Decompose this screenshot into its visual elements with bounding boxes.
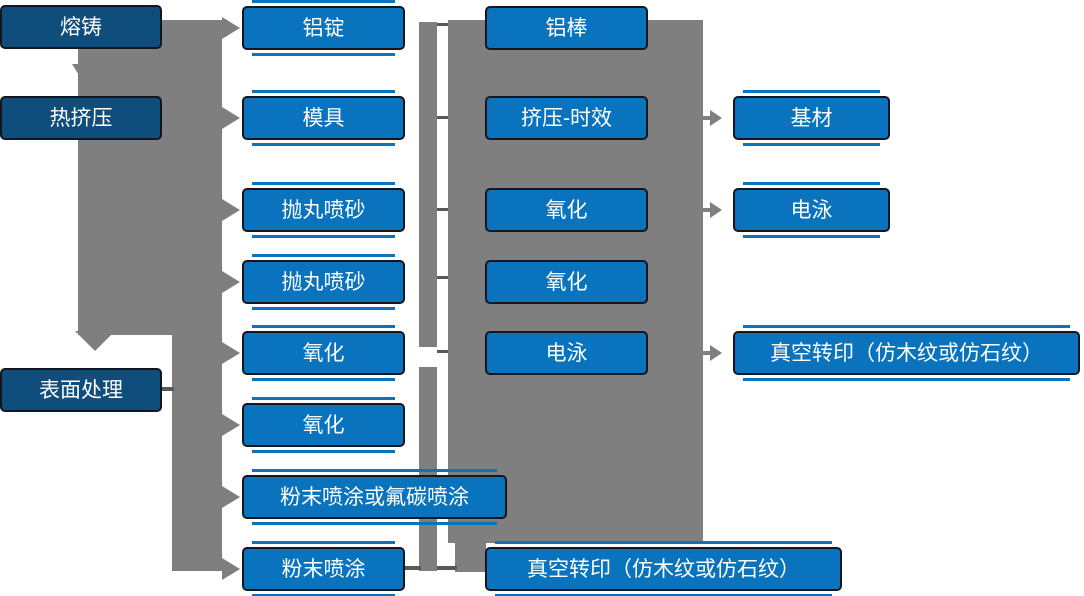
arrow-stem-to-substrate xyxy=(700,116,710,120)
arrow-to-shot-blast-2 xyxy=(222,271,240,293)
flow-node-label: 抛丸喷砂 xyxy=(281,198,366,222)
tick-bus-to-panel-row2 xyxy=(437,116,448,119)
arrow-to-electrophoresis-c4 xyxy=(710,202,722,218)
arrow-to-vacuum-transfer-right xyxy=(710,345,722,361)
arrow-down-to-hot-extrusion xyxy=(72,64,102,88)
flow-node-label: 铝棒 xyxy=(545,16,588,40)
flow-node-oxidation-c3-2: 氧化 xyxy=(485,260,648,304)
connector-bus-middle-upper xyxy=(419,22,437,347)
arrow-to-oxidation-c2-2 xyxy=(222,414,240,436)
arrow-down-to-surface-treatment xyxy=(75,331,115,351)
flow-node-label: 真空转印（仿木纹或仿石纹） xyxy=(770,341,1043,365)
flow-node-extrusion-aging: 挤压-时效 xyxy=(485,96,648,140)
arrow-to-shot-blast-1 xyxy=(222,199,240,221)
arrow-stem-to-vacuum-transfer-right xyxy=(700,351,710,355)
flow-node-vacuum-transfer-right: 真空转印（仿木纹或仿石纹） xyxy=(733,325,1080,381)
arrow-to-powder-or-fluorocarbon xyxy=(222,486,240,508)
flow-node-shot-blast-1: 抛丸喷砂 xyxy=(242,182,405,238)
tick-bus-to-panel-row3 xyxy=(437,208,448,211)
arrow-to-powder-coating xyxy=(222,558,240,580)
flow-node-powder-coating: 粉末喷涂 xyxy=(242,541,405,596)
flow-node-oxidation-c2-1: 氧化 xyxy=(242,325,405,381)
flow-node-shot-blast-2: 抛丸喷砂 xyxy=(242,254,405,310)
flow-node-oxidation-c3-1: 氧化 xyxy=(485,188,648,232)
flow-node-al-ingot: 铝锭 xyxy=(242,0,405,56)
arrow-to-oxidation-c2-1 xyxy=(222,342,240,364)
flow-node-label: 表面处理 xyxy=(39,378,123,402)
flow-node-label: 氧化 xyxy=(302,413,345,437)
flow-node-label: 电泳 xyxy=(545,341,588,365)
flow-node-vacuum-transfer-bottom: 真空转印（仿木纹或仿石纹） xyxy=(485,541,842,596)
flow-node-electrophoresis-c4: 电泳 xyxy=(733,182,890,238)
flow-node-label: 基材 xyxy=(790,106,833,130)
flow-node-label: 氧化 xyxy=(545,198,588,222)
flow-node-label: 粉末喷涂或氟碳喷涂 xyxy=(280,485,469,509)
flow-node-al-rod: 铝棒 xyxy=(485,6,648,50)
flow-node-mold: 模具 xyxy=(242,90,405,146)
flow-node-surface-treatment: 表面处理 xyxy=(0,368,162,412)
flow-node-label: 热挤压 xyxy=(49,106,113,130)
flow-node-oxidation-c2-2: 氧化 xyxy=(242,397,405,453)
tick-bus-to-panel-row5 xyxy=(437,350,448,353)
tick-surface-treatment-to-trunk xyxy=(162,387,174,391)
arrow-to-al-ingot xyxy=(222,17,240,39)
flow-node-hot-extrusion: 热挤压 xyxy=(0,96,162,140)
tick-powder-coating-to-bus xyxy=(405,566,421,570)
flow-node-label: 电泳 xyxy=(790,198,833,222)
flow-node-label: 氧化 xyxy=(545,270,588,294)
connector-panel-stub-bottom xyxy=(455,530,486,572)
tick-bus-to-panel-row1 xyxy=(437,23,448,26)
flow-node-label: 熔铸 xyxy=(60,15,102,39)
flow-node-label: 抛丸喷砂 xyxy=(281,270,366,294)
flow-node-label: 铝锭 xyxy=(302,16,345,40)
flow-node-label: 模具 xyxy=(302,106,345,130)
flow-node-label: 粉末喷涂 xyxy=(281,557,366,581)
arrow-stem-to-electrophoresis-c4 xyxy=(700,208,710,212)
arrow-to-mold xyxy=(222,107,240,129)
flow-node-label: 氧化 xyxy=(302,341,345,365)
flow-node-melt-cast: 熔铸 xyxy=(0,5,162,49)
flow-node-powder-or-fluorocarbon: 粉末喷涂或氟碳喷涂 xyxy=(242,469,507,525)
connector-trunk-left-wide xyxy=(78,20,222,335)
flow-node-label: 真空转印（仿木纹或仿石纹） xyxy=(527,557,800,581)
connector-trunk-left-narrow xyxy=(172,335,222,571)
arrow-to-substrate xyxy=(710,110,722,126)
tick-bus-to-stub xyxy=(437,566,457,570)
flow-node-electrophoresis-c3: 电泳 xyxy=(485,331,648,375)
flow-node-label: 挤压-时效 xyxy=(521,106,612,130)
tick-bus-to-panel-row4 xyxy=(437,276,448,279)
flow-node-substrate: 基材 xyxy=(733,90,890,146)
